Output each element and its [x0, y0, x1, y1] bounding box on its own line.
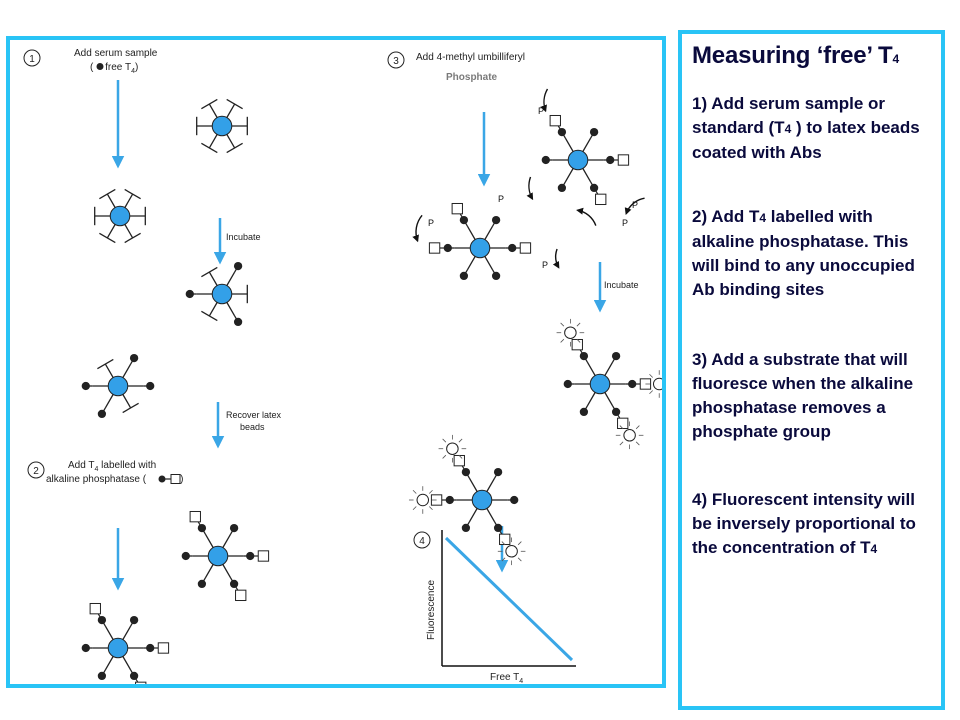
step2-line2: alkaline phosphatase (): [46, 474, 183, 485]
latex-bead-labelled-2: [81, 602, 170, 684]
latex-bead-substrate-1: [541, 114, 630, 206]
step3-label: 3 Add 4-methyl umbilliferyl Phosphate: [387, 51, 525, 83]
step4-number: 4: [419, 536, 425, 547]
step-3-text: 3) Add a substrate that will fluoresce w…: [692, 350, 914, 441]
phosphate-p-label: P: [622, 218, 628, 228]
phosphate-release-arrow: [526, 176, 534, 201]
step1-line1: Add serum sample: [74, 48, 158, 59]
free-t4-axis-label: Free T4: [490, 672, 523, 684]
step1-label: 1 Add serum sample ( free T4): [23, 48, 158, 75]
step-1-text: 1) Add serum sample or standard (T4 ) to…: [692, 94, 920, 162]
figure-panel: 1 Add serum sample ( free T4) Incubate R…: [6, 36, 666, 688]
latex-bead-substrate-2: [428, 202, 532, 281]
latex-bead-fluorescent-2: [408, 434, 526, 566]
explanation-panel: Measuring ‘free’ T4 1) Add serum sample …: [678, 30, 945, 710]
latex-bead-labelled-1: [181, 510, 270, 602]
fluorescence-line: [444, 536, 574, 662]
incubate-label-2: Incubate: [604, 280, 639, 290]
latex-bead-empty-2: [94, 188, 146, 244]
fluorescence-graph: 4 Fluorescence Free T4: [413, 530, 576, 684]
incubate-label-1: Incubate: [226, 232, 261, 242]
phosphate-release-arrow: [576, 207, 597, 226]
recover-label-1: Recover latex: [226, 410, 282, 420]
step3-number: 3: [393, 56, 399, 67]
phosphate-p-label: P: [498, 194, 504, 204]
phosphate-p-label: P: [542, 260, 548, 270]
phosphate-release-arrow: [624, 197, 645, 215]
phosphate-label: Phosphate: [446, 72, 498, 83]
recover-label-2: beads: [240, 422, 265, 432]
step1-number: 1: [29, 54, 35, 65]
latex-bead-partial: [185, 261, 248, 327]
step2-number: 2: [33, 466, 39, 477]
phosphate-release-arrow: [540, 88, 549, 113]
fluorescence-axis-label: Fluorescence: [426, 580, 437, 640]
phosphate-release-arrow: [412, 214, 423, 243]
latex-bead-fluorescent-1: [556, 318, 662, 450]
latex-bead-empty-1: [196, 98, 248, 154]
step2-label: 2 Add T4 labelled with alkaline phosphat…: [27, 460, 183, 485]
phosphate-release-arrow: [552, 248, 560, 269]
panel-title: Measuring ‘free’ T4: [692, 42, 899, 69]
step3-line: Add 4-methyl umbilliferyl: [416, 52, 525, 63]
phosphate-p-label: P: [538, 106, 544, 116]
phosphate-p-label: P: [428, 218, 434, 228]
phosphate-p-label: P: [632, 200, 638, 210]
step-2-text: 2) Add T4 labelled with alkaline phospha…: [692, 207, 915, 299]
step2-line1: Add T4 labelled with: [68, 460, 156, 473]
step1-line2: ( free T4): [90, 62, 138, 75]
latex-bead-recovered: [81, 353, 155, 419]
step-4-text: 4) Fluorescent intensity will be inverse…: [692, 490, 916, 557]
assay-diagram: 1 Add serum sample ( free T4) Incubate R…: [23, 48, 662, 684]
